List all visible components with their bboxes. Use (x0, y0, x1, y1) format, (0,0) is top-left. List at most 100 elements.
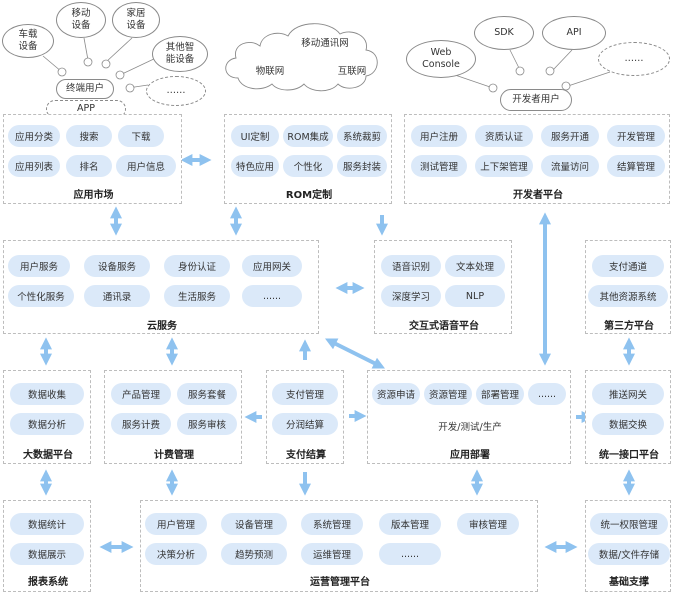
app-market-panel: 应用分类 搜索 下载 应用列表 排名 用户信息 应用市场 (3, 114, 182, 204)
permission-mgmt-item: 统一权限管理 (590, 513, 668, 535)
third-party-title: 第三方平台 (604, 321, 654, 332)
developer-platform-panel: 用户注册 资质认证 服务开通 开发管理 测试管理 上下架管理 流量访问 结算管理… (404, 114, 670, 204)
contacts-item: 通讯录 (84, 285, 150, 307)
other-resource-item: 其他资源系统 (588, 285, 668, 307)
user-info-item: 用户信息 (116, 155, 176, 177)
sdk-bubble: SDK (474, 16, 534, 50)
base-support-panel: 统一权限管理 数据/文件存储 基础支撑 (585, 500, 671, 592)
billing-panel: 产品管理 服务套餐 服务计费 服务审核 计费管理 (104, 370, 242, 464)
more-dev-bubble: …… (598, 42, 670, 76)
data-exchange-item: 数据交换 (592, 413, 664, 435)
base-support-title: 基础支撑 (609, 577, 649, 588)
download-item: 下载 (118, 125, 164, 147)
end-user-bubble: 终端用户 (56, 79, 114, 99)
ops-more-item: ...... (379, 543, 441, 565)
more-deploy-item: ...... (528, 383, 566, 405)
profit-share-item: 分润结算 (272, 413, 338, 435)
rom-panel: UI定制 ROM集成 系统裁剪 特色应用 个性化 服务封装 ROM定制 (224, 114, 392, 204)
billing-title: 计费管理 (154, 450, 194, 461)
more-devices-bubble: …… (146, 76, 206, 106)
personal-service-item: 个性化服务 (8, 285, 74, 307)
ops-version-mgmt-item: 版本管理 (379, 513, 441, 535)
ranking-item: 排名 (66, 155, 112, 177)
resource-apply-item: 资源申请 (372, 383, 420, 405)
nlp-item: NLP (445, 285, 505, 307)
mobile-device-bubble: 移动 设备 (56, 2, 106, 38)
user-cluster-dots (57, 57, 135, 93)
third-party-panel: 支付通道 其他资源系统 第三方平台 (585, 240, 671, 334)
user-register-item: 用户注册 (411, 125, 467, 147)
voice-platform-panel: 语音识别 文本处理 深度学习 NLP 交互式语音平台 (374, 240, 512, 334)
settlement-item: 结算管理 (607, 155, 665, 177)
dev-cluster-lines (454, 49, 611, 89)
rom-integration-item: ROM集成 (283, 125, 333, 147)
app-gateway-item: 应用网关 (242, 255, 302, 277)
developer-user-bubble: 开发者用户 (500, 89, 572, 111)
system-trim-item: 系统裁剪 (337, 125, 387, 147)
big-data-title: 大数据平台 (23, 450, 73, 461)
data-analysis-item: 数据分析 (10, 413, 84, 435)
user-service-item: 用户服务 (8, 255, 70, 277)
app-list-item: 应用列表 (8, 155, 60, 177)
text-processing-item: 文本处理 (445, 255, 505, 277)
service-plan-item: 服务套餐 (177, 383, 237, 405)
more-cloud-item: ...... (242, 285, 302, 307)
rom-title: ROM定制 (285, 190, 333, 201)
cloud-service-title: 云服务 (147, 321, 177, 332)
traffic-access-item: 流量访问 (541, 155, 599, 177)
app-market-title: 应用市场 (73, 190, 114, 201)
ops-trend-item: 趋势预测 (221, 543, 287, 565)
network-cloud-shape (225, 23, 378, 92)
developer-platform-title: 开发者平台 (513, 190, 563, 201)
personalization-item: 个性化 (283, 155, 333, 177)
voice-platform-title: 交互式语音平台 (409, 321, 479, 332)
ops-panel: 用户管理 设备管理 系统管理 版本管理 审核管理 决策分析 趋势预测 运维管理 … (140, 500, 538, 592)
data-storage-item: 数据/文件存储 (588, 543, 670, 565)
iot-label: 物联网 (255, 66, 285, 77)
service-billing-item: 服务计费 (111, 413, 171, 435)
search-item: 搜索 (66, 125, 112, 147)
ops-device-mgmt-item: 设备管理 (221, 513, 287, 535)
resource-mgmt-item: 资源管理 (424, 383, 472, 405)
cloud-service-panel: 用户服务 设备服务 身份认证 应用网关 个性化服务 通讯录 生活服务 .....… (3, 240, 319, 334)
data-collect-item: 数据收集 (10, 383, 84, 405)
push-gateway-item: 推送网关 (592, 383, 664, 405)
mobile-network-label: 移动通讯网 (301, 38, 349, 49)
interface-panel: 推送网关 数据交换 统一接口平台 (585, 370, 671, 464)
ops-review-mgmt-item: 审核管理 (457, 513, 519, 535)
service-review-item: 服务审核 (177, 413, 237, 435)
report-panel: 数据统计 数据展示 报表系统 (3, 500, 91, 592)
internet-label: 互联网 (337, 66, 367, 77)
ops-decision-item: 决策分析 (145, 543, 207, 565)
service-activation-item: 服务开通 (541, 125, 599, 147)
deep-learning-item: 深度学习 (381, 285, 441, 307)
api-bubble: API (542, 16, 606, 50)
car-device-bubble: 车载 设备 (2, 24, 54, 58)
app-category-item: 应用分类 (8, 125, 60, 147)
identity-auth-item: 身份认证 (164, 255, 230, 277)
ops-maintenance-item: 运维管理 (301, 543, 363, 565)
deploy-panel: 资源申请 资源管理 部署管理 ...... 开发/测试/生产 应用部署 (367, 370, 571, 464)
data-statistics-item: 数据统计 (10, 513, 84, 535)
life-service-item: 生活服务 (164, 285, 230, 307)
report-title: 报表系统 (28, 577, 68, 588)
device-service-item: 设备服务 (84, 255, 150, 277)
web-console-bubble: Web Console (406, 40, 476, 78)
dev-cluster-dots (488, 66, 571, 93)
arrows (40, 154, 635, 553)
deploy-subtitle: 开发/测试/生产 (438, 422, 502, 433)
product-mgmt-item: 产品管理 (111, 383, 171, 405)
big-data-panel: 数据收集 数据分析 大数据平台 (3, 370, 91, 464)
data-display-item: 数据展示 (10, 543, 84, 565)
payment-mgmt-item: 支付管理 (272, 383, 338, 405)
deploy-mgmt-item: 部署管理 (476, 383, 524, 405)
home-device-bubble: 家居 设备 (112, 2, 160, 38)
qualification-item: 资质认证 (475, 125, 533, 147)
service-package-item: 服务封装 (337, 155, 387, 177)
other-smart-device-bubble: 其他智 能设备 (152, 36, 208, 72)
ops-user-mgmt-item: 用户管理 (145, 513, 207, 535)
payment-panel: 支付管理 分润结算 支付结算 (266, 370, 344, 464)
test-management-item: 测试管理 (411, 155, 467, 177)
interface-title: 统一接口平台 (599, 450, 659, 461)
